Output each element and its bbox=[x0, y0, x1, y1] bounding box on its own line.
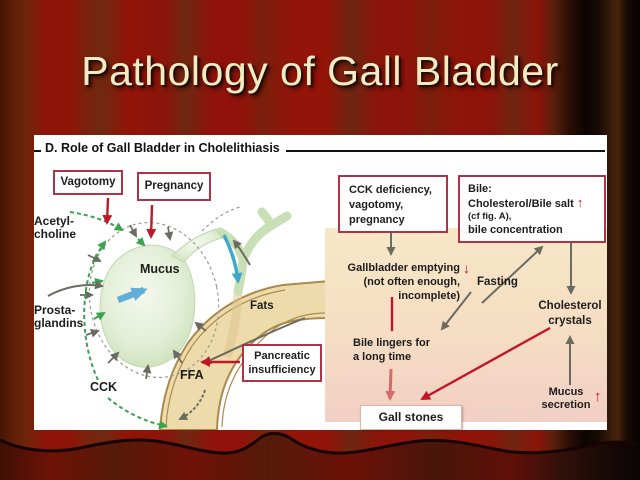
bile-lingers-to-stones-arrow bbox=[385, 368, 396, 401]
gallbladder-emptying-label: Gallbladder emptying (not often enough, … bbox=[347, 262, 460, 302]
header-rule bbox=[286, 150, 605, 152]
mucus-secretion-label: Mucus secretion bbox=[541, 386, 591, 411]
slide-title: Pathology of Gall Bladder bbox=[81, 48, 559, 94]
bile-lingers-label: Bile lingers for a long time bbox=[353, 337, 431, 363]
pancreatic-insufficiency-box: Pancreatic insufficiency bbox=[242, 344, 322, 382]
pregnancy-box: Pregnancy bbox=[137, 172, 211, 201]
emptying-down-arrow: ↓ bbox=[463, 260, 470, 276]
bile-up-arrow: ↑ bbox=[576, 195, 584, 210]
contraction-arrows bbox=[80, 224, 207, 380]
cck-deficiency-box: CCK deficiency, vagotomy, pregnancy bbox=[338, 175, 448, 233]
bile-flow-arrow bbox=[222, 234, 243, 284]
mucus-secretion-up-arrow: ↑ bbox=[594, 388, 602, 405]
right-flow-background bbox=[325, 228, 607, 422]
gallbladder-contraction-outline bbox=[88, 206, 241, 379]
fats-label: Fats bbox=[250, 300, 274, 312]
gallbladder-shape bbox=[99, 228, 223, 368]
valance-fill bbox=[0, 433, 640, 480]
diagram-art bbox=[47, 197, 607, 430]
acetylcholine-label: Acetyl- choline bbox=[34, 214, 77, 241]
gray-flow-arrows bbox=[47, 233, 576, 420]
gall-stones-box: Gall stones bbox=[360, 405, 462, 430]
mucus-label: Mucus bbox=[140, 262, 180, 276]
header-dash bbox=[34, 150, 41, 152]
red-flow-arrows bbox=[102, 197, 551, 401]
mucus-arrow bbox=[116, 286, 148, 304]
vagotomy-box: Vagotomy bbox=[53, 170, 123, 195]
cholesterol-crystals-label: Cholesterol crystals bbox=[538, 300, 602, 327]
diagram-panel: D. Role of Gall Bladder in Cholelithiasi… bbox=[34, 135, 607, 430]
bile-box: Bile: Cholesterol/Bile salt ↑ (cf fig. A… bbox=[458, 175, 606, 243]
valance-outline bbox=[0, 432, 640, 455]
fasting-label: Fasting bbox=[477, 276, 518, 288]
prostaglandins-label: Prosta- glandins bbox=[34, 303, 84, 330]
ffa-label: FFA bbox=[180, 368, 204, 382]
cck-label: CCK bbox=[90, 380, 118, 394]
diagram-header: D. Role of Gall Bladder in Cholelithiasi… bbox=[45, 141, 280, 155]
curtain-valance bbox=[0, 432, 640, 480]
